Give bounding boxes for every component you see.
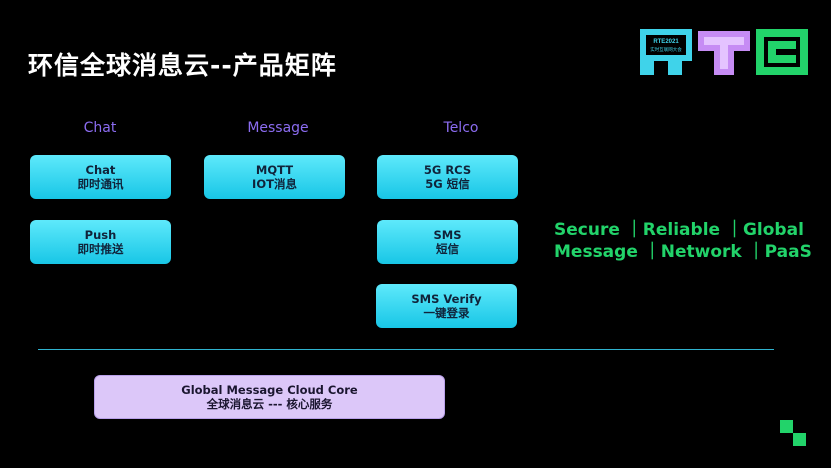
core-title: Global Message Cloud Core: [181, 383, 358, 397]
product-name: SMS: [433, 228, 462, 242]
logo-letter-t: [698, 31, 750, 75]
rte-logo: RTE2021 实时互联网大会: [640, 29, 808, 75]
core-service-box: Global Message Cloud Core 全球消息云 --- 核心服务: [94, 375, 445, 419]
logo-letter-r: RTE2021 实时互联网大会: [640, 29, 692, 75]
column-heading-message: Message: [247, 120, 309, 136]
product-subtitle: 即时推送: [77, 242, 124, 256]
product-box-sms: SMS 短信: [377, 220, 518, 264]
product-box-sms-verify: SMS Verify 一键登录: [376, 284, 517, 328]
product-subtitle: 即时通讯: [77, 177, 124, 191]
product-subtitle: 短信: [436, 242, 459, 256]
product-box-chat: Chat 即时通讯: [30, 155, 171, 199]
decorative-square: [780, 420, 793, 433]
tagline-line-2: Message ｜Network ｜PaaS: [554, 242, 812, 262]
column-heading-telco: Telco: [443, 120, 479, 136]
divider-line: [38, 349, 774, 350]
core-subtitle: 全球消息云 --- 核心服务: [206, 397, 333, 411]
product-subtitle: 5G 短信: [425, 177, 470, 191]
logo-text-bottom: 实时互联网大会: [650, 46, 682, 53]
product-box-5g-rcs: 5G RCS 5G 短信: [377, 155, 518, 199]
logo-text-top: RTE2021: [653, 39, 679, 45]
logo-letter-e: [756, 29, 808, 75]
decorative-square: [793, 433, 806, 446]
product-subtitle: 一键登录: [423, 306, 470, 320]
product-box-push: Push 即时推送: [30, 220, 171, 264]
product-name: Chat: [85, 163, 116, 177]
product-name: Push: [84, 228, 117, 242]
product-subtitle: IOT消息: [252, 177, 297, 191]
tagline-line-1: Secure ｜Reliable ｜Global: [554, 220, 804, 240]
product-name: SMS Verify: [411, 292, 482, 306]
tagline: Secure ｜Reliable ｜Global Message ｜Networ…: [554, 219, 812, 263]
product-name: MQTT: [255, 163, 294, 177]
column-heading-chat: Chat: [83, 120, 117, 136]
page-title: 环信全球消息云--产品矩阵: [28, 51, 337, 80]
product-box-mqtt: MQTT IOT消息: [204, 155, 345, 199]
product-name: 5G RCS: [423, 163, 472, 177]
